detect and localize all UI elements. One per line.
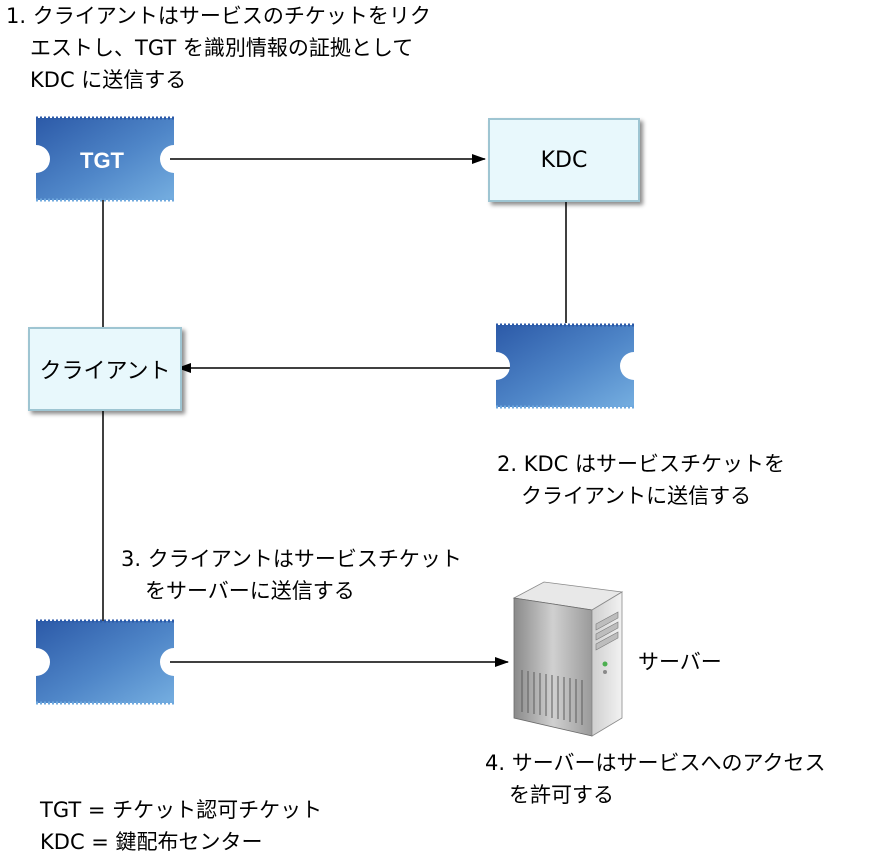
tgt-ticket-label: TGT bbox=[80, 148, 124, 173]
server-icon bbox=[512, 581, 624, 737]
legend: TGT = チケット認可チケット KDC = 鍵配布センター bbox=[40, 794, 322, 858]
step1-line3: KDC に送信する bbox=[30, 68, 187, 92]
service-ticket-from-kdc bbox=[496, 323, 634, 409]
step4-text: 4. サーバーはサービスへのアクセス を許可する bbox=[485, 747, 825, 811]
kdc-box: KDC bbox=[488, 118, 640, 202]
step4-line1: 4. サーバーはサービスへのアクセス bbox=[485, 751, 826, 775]
step1-line1: 1. クライアントはサービスのチケットをリク bbox=[6, 4, 431, 28]
step3-line2: をサーバーに送信する bbox=[145, 579, 355, 603]
legend-tgt: TGT = チケット認可チケット bbox=[40, 798, 323, 822]
client-label: クライアント bbox=[39, 359, 171, 384]
legend-kdc: KDC = 鍵配布センター bbox=[40, 830, 263, 854]
step3-text: 3. クライアントはサービスチケット をサーバーに送信する bbox=[121, 543, 462, 607]
step1-text: 1. クライアントはサービスのチケットをリク エストし、TGT を識別情報の証拠… bbox=[6, 0, 431, 96]
client-box: クライアント bbox=[28, 327, 182, 411]
step4-line2: を許可する bbox=[509, 783, 614, 807]
step1-line2: エストし、TGT を識別情報の証拠として bbox=[30, 36, 414, 60]
step2-line1: 2. KDC はサービスチケットを bbox=[497, 452, 785, 476]
tgt-ticket bbox=[36, 116, 174, 202]
step3-line1: 3. クライアントはサービスチケット bbox=[121, 547, 462, 571]
service-ticket-to-server bbox=[36, 619, 174, 705]
step2-text: 2. KDC はサービスチケットを クライアントに送信する bbox=[497, 448, 785, 512]
step2-line2: クライアントに送信する bbox=[521, 484, 752, 508]
kdc-label: KDC bbox=[540, 147, 588, 173]
server-label: サーバー bbox=[638, 650, 722, 674]
